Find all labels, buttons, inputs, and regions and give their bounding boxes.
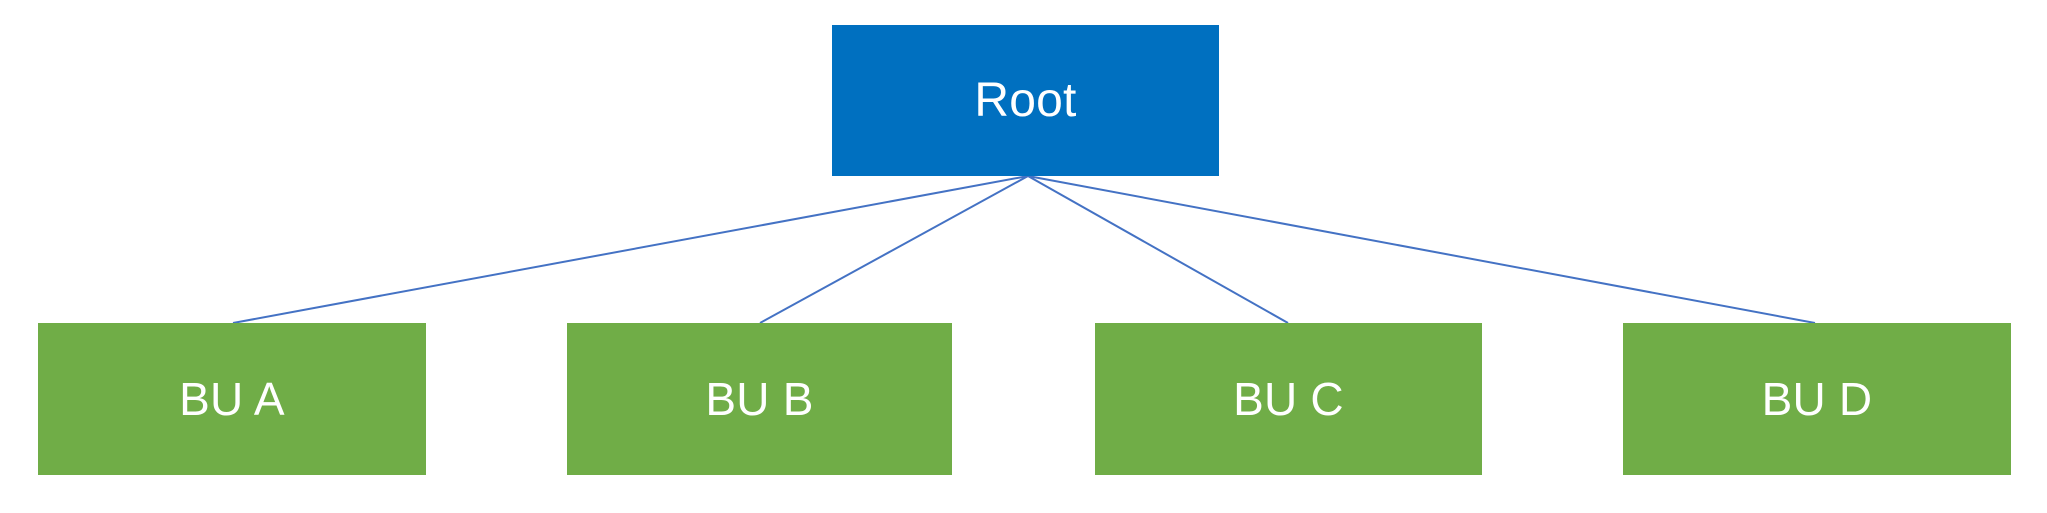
node-bu-a-label: BU A: [179, 373, 285, 425]
node-root-label: Root: [974, 73, 1077, 127]
connector-root-to-bu-b: [759, 175, 1029, 324]
connector-root-to-bu-a: [232, 175, 1029, 324]
connector-root-to-bu-d: [1027, 175, 1816, 324]
node-bu-c-label: BU C: [1233, 373, 1344, 425]
connector-root-to-bu-c: [1027, 175, 1289, 324]
node-bu-b[interactable]: BU B: [567, 323, 952, 475]
node-bu-d[interactable]: BU D: [1623, 323, 2011, 475]
node-bu-a[interactable]: BU A: [38, 323, 426, 475]
node-bu-d-label: BU D: [1761, 373, 1873, 425]
node-bu-b-label: BU B: [705, 373, 814, 425]
node-bu-c[interactable]: BU C: [1095, 323, 1482, 475]
node-root[interactable]: Root: [832, 25, 1219, 176]
